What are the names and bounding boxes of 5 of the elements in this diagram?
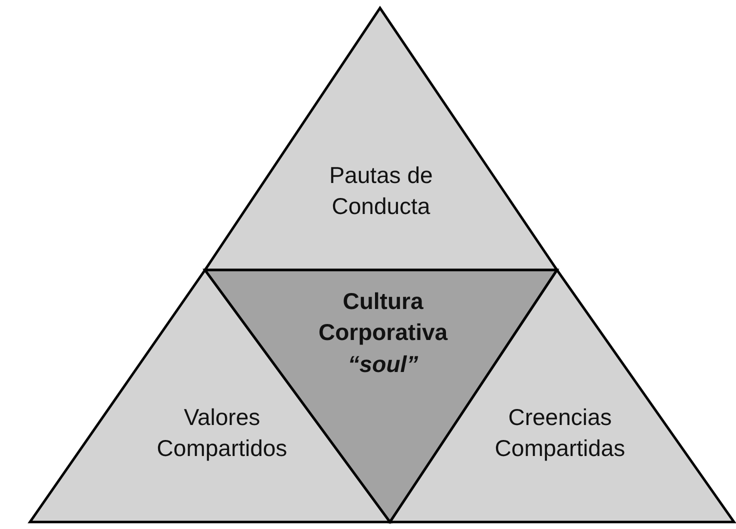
node-label: “soul”: [346, 350, 420, 379]
node-label: Pautas de Conducta: [328, 161, 434, 221]
node-label: Creencias Compartidas: [494, 403, 626, 463]
node-label: Valores Compartidos: [156, 403, 288, 463]
node-label: Cultura Corporativa: [317, 287, 449, 347]
